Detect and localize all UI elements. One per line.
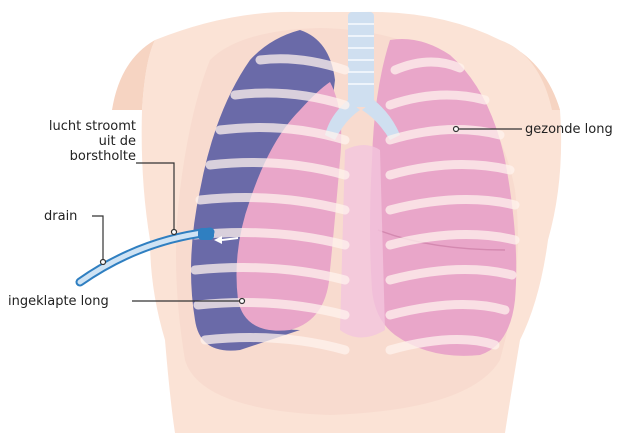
drain-tip — [198, 228, 214, 240]
label-air-outflow: lucht stroomt uit de borstholte — [26, 119, 136, 164]
label-drain: drain — [44, 209, 77, 224]
leader-drain — [92, 216, 103, 262]
label-air-line2: uit de — [26, 134, 136, 149]
label-air-line3: borstholte — [26, 149, 136, 164]
label-air-line1: lucht stroomt — [26, 119, 136, 134]
label-collapsed-lung: ingeklapte long — [8, 294, 109, 309]
label-healthy-lung: gezonde long — [525, 122, 613, 137]
